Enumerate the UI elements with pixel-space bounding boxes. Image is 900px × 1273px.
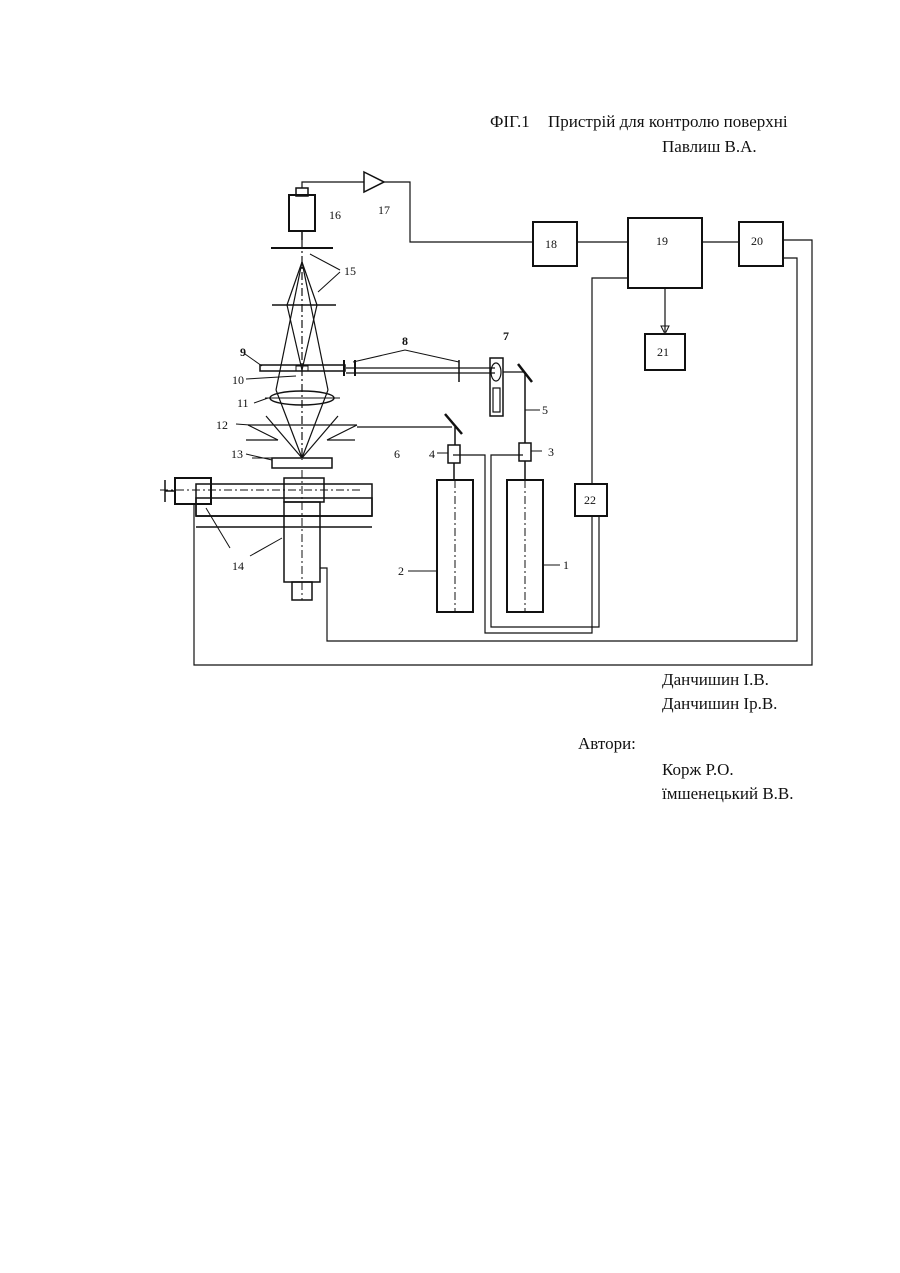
element-7 <box>490 358 503 416</box>
label-15: 15 <box>344 264 356 278</box>
label-4: 4 <box>429 447 435 461</box>
label-22: 22 <box>584 493 596 507</box>
label-17: 17 <box>378 203 390 217</box>
label-9: 9 <box>240 345 246 359</box>
author-name: їмшенецький В.В. <box>662 784 794 804</box>
label-18: 18 <box>545 237 557 251</box>
optical-cone <box>271 240 336 460</box>
label-6: 6 <box>394 447 400 461</box>
label-7: 7 <box>503 329 509 343</box>
stage-14 <box>160 470 372 600</box>
author-name: Корж Р.О. <box>662 760 734 780</box>
label-11: 11 <box>237 396 249 410</box>
label-14: 14 <box>232 559 244 573</box>
label-19: 19 <box>656 234 668 248</box>
author-name: Данчишин Ір.В. <box>662 694 777 714</box>
authors-label: Автори: <box>578 734 636 754</box>
label-3: 3 <box>548 445 554 459</box>
label-12: 12 <box>216 418 228 432</box>
author-name: Данчишин І.В. <box>662 670 769 690</box>
amplifier-17 <box>302 172 533 242</box>
plate-9-10 <box>260 360 495 382</box>
laser-1 <box>507 443 543 612</box>
label-21: 21 <box>657 345 669 359</box>
label-1: 1 <box>563 558 569 572</box>
label-8: 8 <box>402 334 408 348</box>
camera-16 <box>289 188 315 240</box>
label-5: 5 <box>542 403 548 417</box>
label-2: 2 <box>398 564 404 578</box>
block-19 <box>628 218 702 288</box>
laser-2 <box>437 445 473 612</box>
label-20: 20 <box>751 234 763 248</box>
label-13: 13 <box>231 447 243 461</box>
device-schematic: 16 17 18 19 20 21 22 15 8 7 9 10 11 12 1… <box>0 0 900 700</box>
label-10: 10 <box>232 373 244 387</box>
label-16: 16 <box>329 208 341 222</box>
